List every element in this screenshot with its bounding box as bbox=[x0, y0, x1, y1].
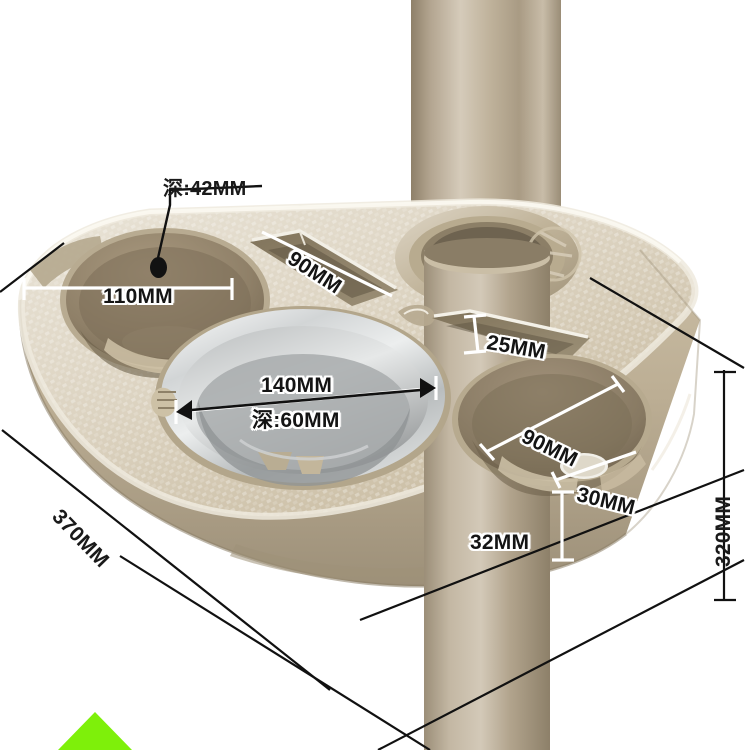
hook-detail bbox=[398, 304, 435, 326]
phone-slot-lower bbox=[432, 309, 590, 362]
guide-lines bbox=[0, 184, 745, 750]
center-bowl bbox=[151, 306, 451, 490]
tray-right-corner bbox=[625, 249, 702, 535]
depth-indicator-dot bbox=[150, 257, 167, 278]
phone-slot-upper bbox=[250, 229, 398, 306]
green-arrow-marker bbox=[58, 712, 132, 750]
